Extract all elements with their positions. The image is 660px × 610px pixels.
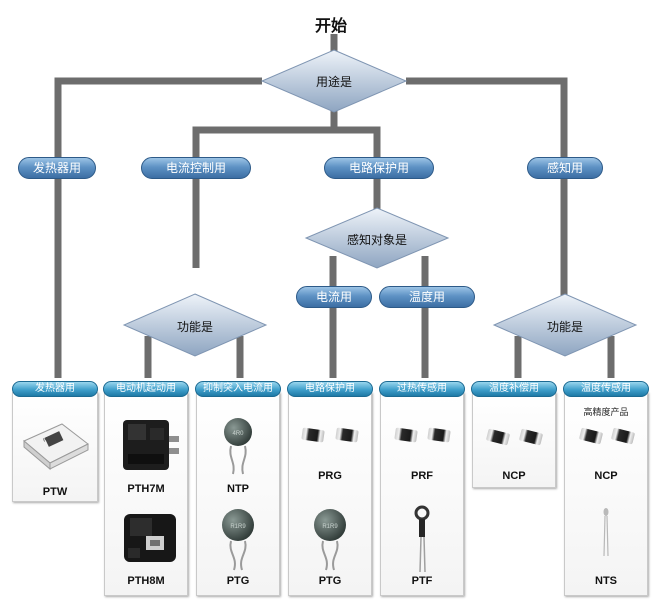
decision-diamond-function-left [122,293,268,357]
branch-heater[interactable]: 发热器用 [18,157,96,179]
decision-diamond-use [260,49,408,113]
product-label-ncp-compensation[interactable]: NCP [502,470,526,482]
product-label-ntp[interactable]: NTP [227,483,249,495]
category-header-temp-compensation[interactable]: 温度补偿用 [471,381,557,397]
decision-label-function-right: 功能是 [546,320,583,334]
card-temp-sensing[interactable] [564,392,648,596]
decision-label-detect: 感知对象是 [346,233,407,247]
branch-circuit-protection[interactable]: 电路保护用 [324,157,434,179]
product-label-nts[interactable]: NTS [595,575,617,587]
card-overheat-sensing[interactable] [380,392,464,596]
branch-temperature[interactable]: 温度用 [379,286,475,308]
branch-sensing[interactable]: 感知用 [527,157,603,179]
product-label-ptg-protection[interactable]: PTG [318,575,342,587]
product-label-prg[interactable]: PRG [318,470,342,482]
card-circuit-protection[interactable] [288,392,372,596]
product-label-pth7m[interactable]: PTH7M [127,483,165,495]
high-precision-note: 高精度产品 [583,407,629,417]
decision-label-use: 用途是 [315,75,352,89]
category-header-heater[interactable]: 发热器用 [12,381,98,397]
decision-diamond-function-right [492,293,638,357]
product-label-ptw[interactable]: PTW [42,486,68,498]
decision-diamond-detect [304,207,450,269]
category-header-inrush[interactable]: 抑制突入电流用 [195,381,281,397]
start-title: 开始 [315,18,348,35]
product-label-ncp-sensing[interactable]: NCP [594,470,618,482]
branch-current-control[interactable]: 电流控制用 [141,157,251,179]
category-header-motor-start[interactable]: 电动机起动用 [103,381,189,397]
category-header-overheat-sensing[interactable]: 过热传感用 [379,381,465,397]
product-label-pth8m[interactable]: PTH8M [127,575,165,587]
category-header-circuit-protection[interactable]: 电路保护用 [287,381,373,397]
line-to-sensing [406,77,568,298]
branch-current[interactable]: 电流用 [296,286,372,308]
product-label-ptg-inrush[interactable]: PTG [226,575,250,587]
product-label-prf[interactable]: PRF [411,470,433,482]
category-header-temp-sensing[interactable]: 温度传感用 [563,381,649,397]
line-to-heater [54,77,262,378]
decision-label-function-left: 功能是 [176,320,213,334]
product-label-ptf[interactable]: PTF [411,575,433,587]
